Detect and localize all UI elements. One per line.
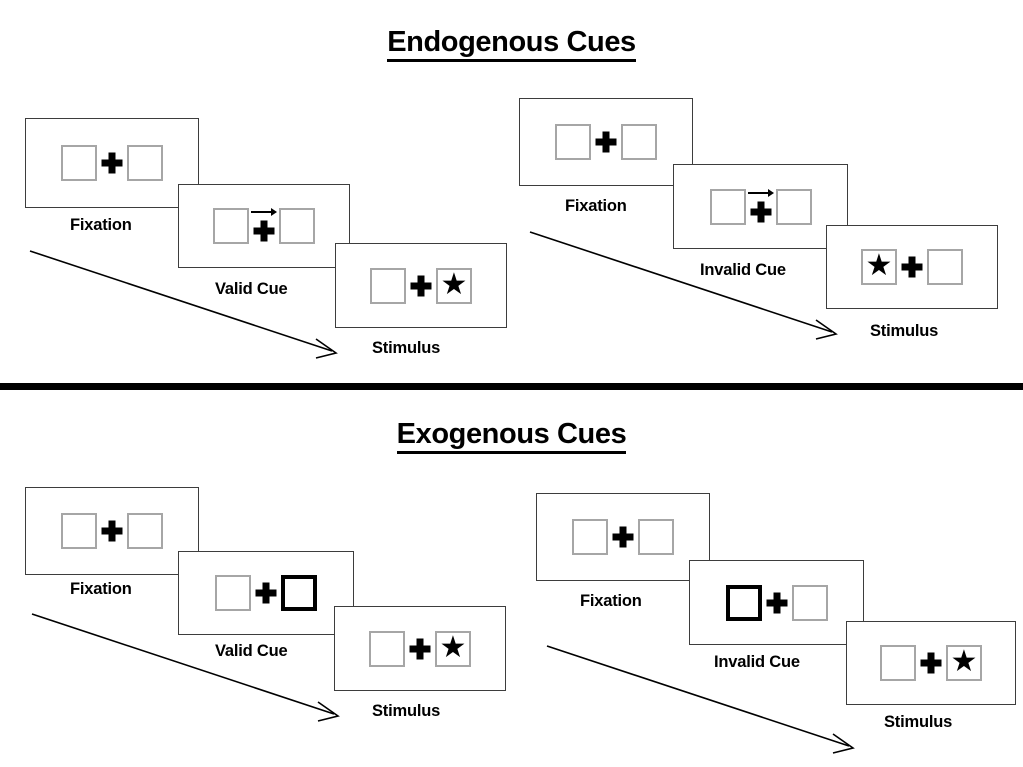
right-box: [127, 145, 163, 181]
panel-content: [215, 575, 317, 611]
right-box: [791, 584, 828, 621]
panel-content: [61, 513, 163, 549]
fixation-cross-icon: [916, 645, 946, 681]
arrow-right-icon: [747, 188, 774, 197]
panel-endogenous-invalid-fixation[interactable]: [519, 98, 693, 186]
panel-endogenous-valid-cue[interactable]: [178, 184, 350, 268]
panel-content: [555, 124, 657, 160]
star-icon: ★: [950, 645, 978, 678]
panel-content: [709, 188, 812, 225]
panel-endogenous-invalid-stimulus[interactable]: ★: [826, 225, 998, 309]
right-box: [927, 249, 963, 285]
fixation-cross-icon: [897, 249, 927, 285]
stage-label-exogenous-valid-fixation: Fixation: [70, 580, 132, 598]
section-divider: [0, 383, 1023, 390]
stage-label-endogenous-invalid-stimulus: Stimulus: [870, 322, 939, 340]
left-box: [880, 645, 916, 681]
panel-content: ★: [369, 630, 471, 667]
section-title-endogenous: Endogenous Cues: [0, 26, 1023, 62]
left-box: [572, 519, 608, 555]
left-box: [369, 630, 405, 667]
panel-exogenous-valid-cue[interactable]: [178, 551, 354, 635]
star-icon: ★: [439, 630, 467, 664]
left-box: [709, 188, 746, 225]
left-box-with-target: ★: [861, 249, 897, 285]
left-box: [555, 124, 591, 160]
left-box: [370, 267, 406, 304]
panel-content: ★: [370, 267, 472, 304]
panel-content: [725, 584, 828, 621]
left-box-cued: [725, 584, 762, 621]
fixation-cross-icon: [251, 575, 281, 611]
fixation-cross-icon: [249, 208, 279, 244]
stage-label-exogenous-valid-cue: Valid Cue: [215, 642, 288, 660]
section-title-exogenous: Exogenous Cues: [0, 418, 1023, 454]
left-box: [213, 208, 249, 244]
fixation-cross-icon: [405, 631, 435, 667]
right-box: [127, 513, 163, 549]
stage-label-exogenous-invalid-fixation: Fixation: [580, 592, 642, 610]
right-box: [621, 124, 657, 160]
star-icon: ★: [865, 249, 893, 282]
panel-content: ★: [880, 645, 982, 681]
fixation-cross-icon: [97, 145, 127, 181]
right-box: [279, 208, 315, 244]
panel-content: ★: [861, 249, 963, 285]
panel-endogenous-valid-stimulus[interactable]: ★: [335, 243, 507, 328]
right-box-with-target: ★: [946, 645, 982, 681]
fixation-cross-icon: [406, 268, 436, 304]
left-box: [61, 145, 97, 181]
panel-exogenous-invalid-cue[interactable]: [689, 560, 864, 645]
arrow-right-icon: [251, 208, 277, 216]
star-icon: ★: [440, 267, 468, 301]
panel-exogenous-invalid-fixation[interactable]: [536, 493, 710, 581]
left-box: [61, 513, 97, 549]
panel-endogenous-invalid-cue[interactable]: [673, 164, 848, 249]
stage-label-exogenous-invalid-cue: Invalid Cue: [714, 653, 800, 671]
stage-label-endogenous-valid-cue: Valid Cue: [215, 280, 288, 298]
fixation-cross-icon: [608, 519, 638, 555]
panel-exogenous-valid-fixation[interactable]: [25, 487, 199, 575]
panel-exogenous-invalid-stimulus[interactable]: ★: [846, 621, 1016, 705]
panel-content: [572, 519, 674, 555]
stage-label-exogenous-valid-stimulus: Stimulus: [372, 702, 441, 720]
section-title-exogenous-text: Exogenous Cues: [396, 418, 627, 454]
panel-exogenous-valid-stimulus[interactable]: ★: [334, 606, 506, 691]
right-box-with-target: ★: [436, 267, 472, 304]
stage-label-exogenous-invalid-stimulus: Stimulus: [884, 713, 953, 731]
stage-label-endogenous-valid-fixation: Fixation: [70, 216, 132, 234]
fixation-cross-icon: [591, 124, 621, 160]
stage-label-endogenous-invalid-cue: Invalid Cue: [700, 261, 786, 279]
panel-content: [61, 145, 163, 181]
section-title-endogenous-text: Endogenous Cues: [387, 26, 636, 62]
left-box: [215, 575, 251, 611]
panel-content: [213, 208, 315, 244]
stage-label-endogenous-invalid-fixation: Fixation: [565, 197, 627, 215]
right-box-cued: [281, 575, 317, 611]
fixation-cross-icon: [762, 585, 792, 621]
fixation-cross-icon: [746, 188, 776, 225]
panel-endogenous-valid-fixation[interactable]: [25, 118, 199, 208]
right-box: [775, 188, 812, 225]
fixation-cross-icon: [97, 513, 127, 549]
time-flow-arrow-exogenous-invalid: [546, 645, 855, 754]
stage-label-endogenous-valid-stimulus: Stimulus: [372, 339, 441, 357]
right-box: [638, 519, 674, 555]
right-box-with-target: ★: [435, 630, 471, 667]
